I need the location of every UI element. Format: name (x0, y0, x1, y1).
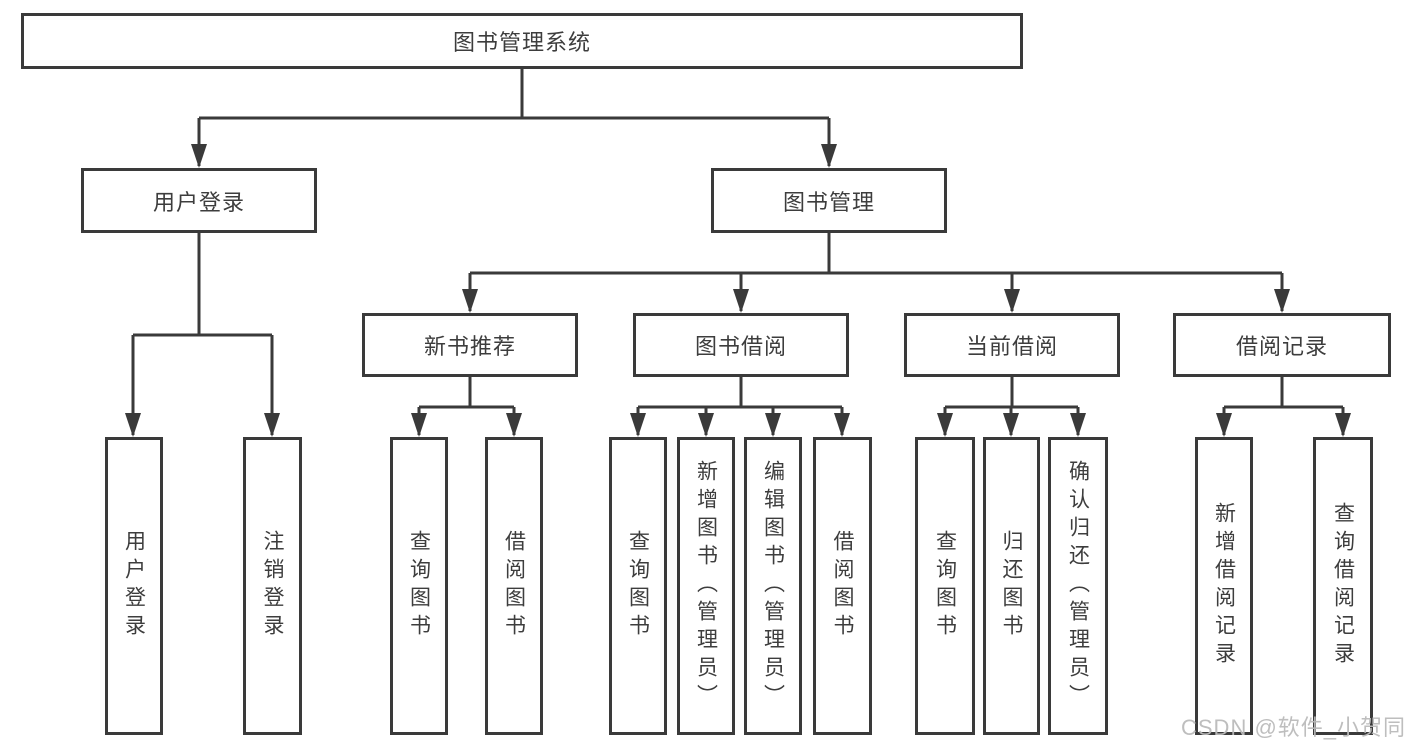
node-root-library-system: 图书管理系统 (21, 13, 1023, 69)
node-book-borrow: 图书借阅 (633, 313, 849, 377)
leaf-logout-label: 注销登录 (261, 530, 284, 642)
csdn-watermark: CSDN @软件_小贺同学 (1181, 715, 1405, 740)
leaf-query-borrow-record-label: 查询借阅记录 (1331, 502, 1355, 670)
leaf-current-query-book-label: 查询图书 (933, 530, 957, 642)
leaf-add-borrow-record: 新增借阅记录 (1195, 437, 1253, 735)
leaf-add-book-admin-label: 新增图书（管理员） (694, 460, 718, 712)
node-current-borrow: 当前借阅 (904, 313, 1120, 377)
leaf-return-book-label: 归还图书 (1000, 530, 1023, 642)
node-book-borrow-label: 图书借阅 (694, 334, 787, 359)
leaf-confirm-return-admin-label: 确认归还（管理员） (1066, 460, 1090, 712)
connector-book-borrow-to-leaves (630, 377, 850, 437)
node-new-book-recommend: 新书推荐 (362, 313, 578, 377)
leaf-borrow-query-book: 查询图书 (609, 437, 667, 735)
leaf-return-book: 归还图书 (983, 437, 1040, 735)
node-new-book-recommend-label: 新书推荐 (423, 334, 516, 359)
leaf-edit-book-admin-label: 编辑图书（管理员） (761, 460, 785, 712)
connector-root-to-level2 (191, 69, 837, 168)
node-borrow-records-label: 借阅记录 (1235, 334, 1328, 359)
leaf-borrow-book: 借阅图书 (813, 437, 872, 735)
node-book-management: 图书管理 (711, 168, 947, 233)
connector-book-management-to-level3 (462, 233, 1290, 313)
node-user-login: 用户登录 (81, 168, 317, 233)
leaf-user-login: 用户登录 (105, 437, 163, 735)
connector-current-borrow-to-leaves (937, 377, 1086, 437)
leaf-logout: 注销登录 (243, 437, 302, 735)
leaf-add-book-admin: 新增图书（管理员） (677, 437, 735, 735)
connector-user-login-to-leaves (125, 233, 280, 437)
leaf-add-borrow-record-label: 新增借阅记录 (1212, 502, 1236, 670)
connector-borrow-records-to-leaves (1216, 377, 1351, 437)
leaf-confirm-return-admin: 确认归还（管理员） (1048, 437, 1108, 735)
node-current-borrow-label: 当前借阅 (965, 334, 1058, 359)
leaf-current-query-book: 查询图书 (915, 437, 975, 735)
leaf-recommend-query-book-label: 查询图书 (407, 530, 431, 642)
node-book-management-label: 图书管理 (782, 189, 875, 215)
leaf-edit-book-admin: 编辑图书（管理员） (744, 437, 802, 735)
leaf-query-borrow-record: 查询借阅记录 (1313, 437, 1373, 735)
leaf-borrow-query-book-label: 查询图书 (626, 530, 650, 642)
leaf-recommend-query-book: 查询图书 (390, 437, 448, 735)
leaf-borrow-book-label: 借阅图书 (831, 530, 854, 642)
node-borrow-records: 借阅记录 (1173, 313, 1391, 377)
node-root-label: 图书管理系统 (452, 30, 591, 55)
leaf-recommend-borrow-book-label: 借阅图书 (502, 530, 526, 642)
leaf-recommend-borrow-book: 借阅图书 (485, 437, 543, 735)
node-user-login-label: 用户登录 (152, 189, 245, 215)
connector-new-book-recommend-to-leaves (411, 377, 522, 437)
leaf-user-login-label: 用户登录 (122, 530, 146, 642)
